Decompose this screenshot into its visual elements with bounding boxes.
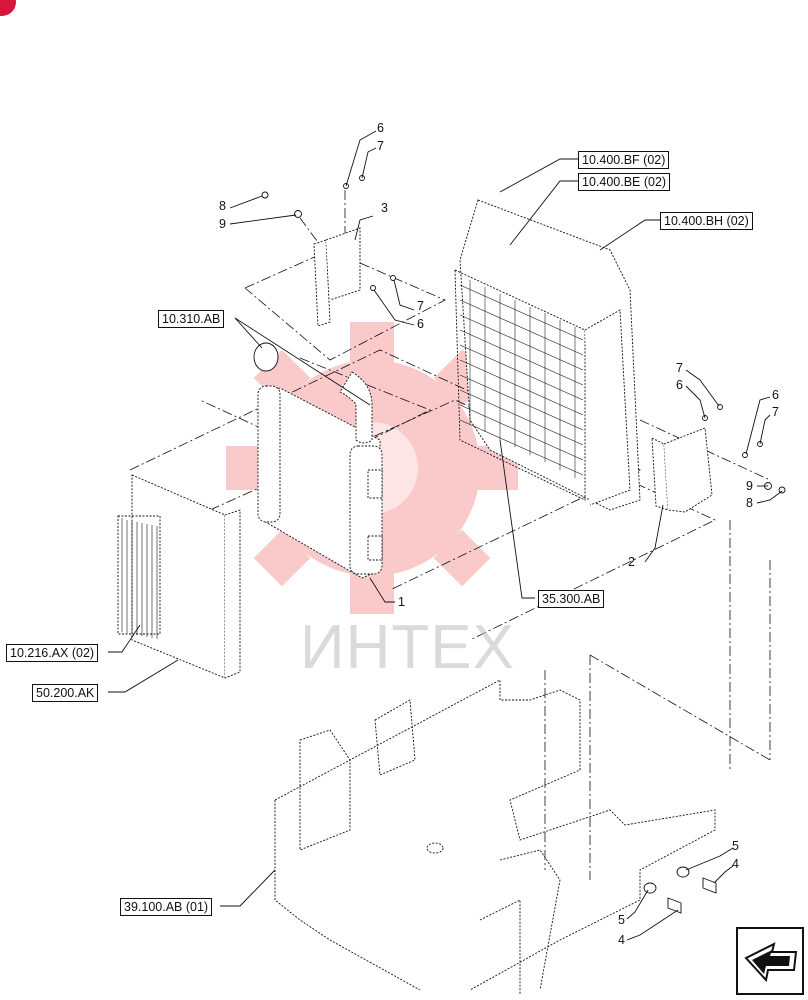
- callout-9a: 9: [219, 217, 226, 231]
- callout-6c: 6: [676, 378, 683, 392]
- ref-10400bh[interactable]: 10.400.BH (02): [660, 212, 753, 230]
- callout-6b: 6: [417, 317, 424, 331]
- watermark-text: ИНТЕХ: [300, 613, 515, 682]
- callout-8a: 8: [219, 199, 226, 213]
- callout-5a: 5: [732, 839, 739, 853]
- callout-7a: 7: [377, 139, 384, 153]
- bracket-2: [651, 427, 713, 513]
- oil-cooler: [117, 474, 241, 679]
- corner-badge-icon: [0, 0, 16, 16]
- ref-50200ak[interactable]: 50.200.AK: [32, 684, 99, 702]
- callout-8b: 8: [746, 496, 753, 510]
- ref-39100ab[interactable]: 39.100.AB (01): [120, 898, 213, 916]
- callout-2: 2: [628, 555, 635, 569]
- callout-7b: 7: [417, 299, 424, 313]
- callout-1: 1: [398, 595, 405, 609]
- callout-7c: 7: [676, 361, 683, 375]
- ref-35300ab[interactable]: 35.300.AB: [538, 590, 605, 608]
- ref-10216ax[interactable]: 10.216.AX (02): [6, 644, 99, 662]
- radiator-core-grid: [459, 280, 584, 478]
- charge-air-cooler: [253, 342, 383, 579]
- leader-lines: [108, 130, 783, 941]
- ref-10310ab[interactable]: 10.310.AB: [158, 310, 225, 328]
- callout-5b: 5: [618, 913, 625, 927]
- hardware: [261, 175, 786, 914]
- oil-cooler-fins: [121, 518, 158, 639]
- ref-10400bf[interactable]: 10.400.BF (02): [578, 151, 670, 169]
- callout-3: 3: [381, 201, 388, 215]
- chassis-frame: [274, 679, 716, 995]
- callout-7d: 7: [772, 405, 779, 419]
- callout-6a: 6: [377, 121, 384, 135]
- arrow-navigation-icon[interactable]: [736, 927, 804, 995]
- ref-10400be[interactable]: 10.400.BE (02): [578, 173, 671, 191]
- callout-9b: 9: [746, 479, 753, 493]
- callout-4a: 4: [732, 857, 739, 871]
- callout-6d: 6: [772, 388, 779, 402]
- callout-4b: 4: [618, 933, 625, 947]
- bracket-3: [313, 227, 361, 327]
